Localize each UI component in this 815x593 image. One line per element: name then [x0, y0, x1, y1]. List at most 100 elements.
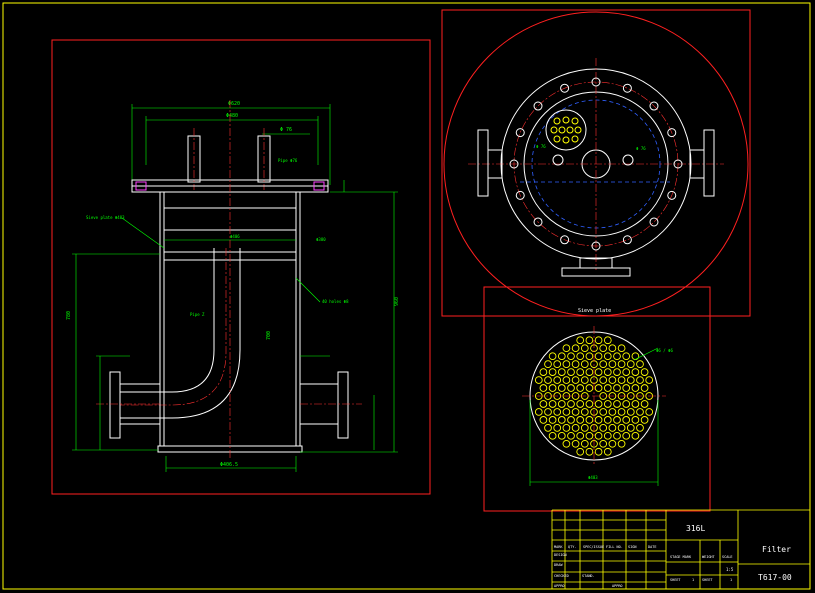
- front-view: Φ620 Φ480 Φ 76 Pipe Φ76: [51, 39, 431, 495]
- sieve-hole: [608, 344, 617, 353]
- bolt-hole: [533, 101, 543, 111]
- sieve-hole: [585, 352, 594, 361]
- sieve-hole: [576, 447, 585, 456]
- shell-width-dim: Φ406: [230, 234, 240, 239]
- inlet-hole-right: [622, 154, 634, 166]
- sieve-hole: [622, 400, 631, 408]
- sieve-hole: [571, 376, 580, 384]
- sieve-hole: [594, 416, 603, 424]
- sieve-hole: [622, 431, 631, 440]
- cluster-hole: [550, 126, 558, 134]
- pipe-in-dim: Φ 76: [280, 127, 292, 133]
- part-name: Filter: [762, 545, 791, 554]
- sieve-hole: [613, 368, 621, 376]
- approve-label: APPRO: [612, 584, 623, 588]
- sieve-hole: [562, 424, 571, 432]
- role-approve: APPRO: [554, 584, 565, 588]
- elbow-pipe: [120, 248, 241, 419]
- top-side-nozzles: [477, 129, 715, 277]
- sieve-hole: [636, 376, 644, 384]
- sheet-num-1: 1: [692, 578, 694, 582]
- sieve-hole: [548, 384, 557, 392]
- sieve-hole: [603, 336, 612, 345]
- cluster-hole: [553, 117, 561, 125]
- hole-cluster-outline: [545, 109, 587, 151]
- sieve-hole: [562, 408, 571, 416]
- sieve-hole: [626, 424, 635, 432]
- sieve-hole: [599, 408, 608, 416]
- sieve-hole: [585, 368, 594, 376]
- sieve-hole: [567, 416, 575, 424]
- plate-dia-dim: Φ403: [588, 475, 598, 480]
- sieve-hole: [631, 416, 640, 424]
- cluster-hole: [571, 135, 579, 143]
- sieve-hole: [567, 400, 575, 408]
- sieve-hole: [622, 416, 631, 424]
- rim-note: Φ380: [316, 237, 326, 242]
- sieve-hole: [539, 416, 548, 424]
- sieve-hole: [594, 368, 603, 376]
- role-checked: CHECKED: [554, 574, 569, 578]
- sieve-hole: [571, 408, 580, 416]
- sieve-hole: [645, 376, 654, 384]
- sieve-hole: [608, 360, 617, 368]
- sieve-hole: [603, 400, 612, 408]
- scale-value: 1:5: [726, 567, 734, 572]
- right-nozzle-flange: [299, 371, 362, 439]
- sieve-holes: [534, 336, 654, 456]
- sieve-hole: [580, 344, 589, 353]
- bolt-hole: [649, 101, 659, 111]
- bottom-width-dim: Φ406.5: [220, 462, 238, 468]
- sieve-hole: [557, 352, 566, 361]
- sieve-hole: [557, 431, 566, 440]
- header-date: DATE: [648, 545, 656, 549]
- sieve-hole: [636, 424, 644, 432]
- sieve-hole: [571, 360, 580, 368]
- label-scale: SCALE: [722, 555, 733, 559]
- sieve-hole: [631, 368, 640, 376]
- sieve-hole: [534, 408, 543, 416]
- sieve-hole-dim: Φ6 / Φ6: [656, 348, 673, 353]
- bolt-hole: [667, 190, 677, 200]
- sieve-plate-label: Sieve plate: [578, 308, 611, 314]
- sieve-hole: [576, 336, 585, 345]
- sieve-hole: [553, 360, 562, 368]
- sieve-hole: [640, 416, 649, 424]
- holes-label: 40 holes Φ8: [322, 299, 349, 304]
- sieve-hole: [548, 431, 557, 440]
- sieve-hole: [617, 344, 626, 353]
- top-hole-dim-right: Φ 76: [636, 146, 646, 151]
- bolt-hole: [622, 83, 632, 93]
- front-top-dimensions: [131, 104, 331, 185]
- sieve-hole: [599, 376, 608, 384]
- sieve-hole: [567, 368, 575, 376]
- role-draw: DRAW: [554, 563, 563, 567]
- sieve-hole: [539, 384, 548, 392]
- sieve-hole: [544, 376, 552, 384]
- sieve-hole: [585, 416, 594, 424]
- sieve-hole: [571, 424, 580, 432]
- sieve-hole: [594, 352, 603, 361]
- front-left-dimensions: [72, 180, 398, 472]
- sieve-hole: [585, 336, 594, 345]
- material-text: 316L: [686, 524, 705, 533]
- sieve-hole: [617, 376, 626, 384]
- top-view-outer-circle: [443, 11, 749, 317]
- sieve-hole: [603, 368, 612, 376]
- top-view: Φ 76 Φ 76: [441, 9, 751, 317]
- sieve-hole: [585, 447, 594, 456]
- bolt-hole: [515, 128, 525, 138]
- bolt-holes: [509, 77, 683, 251]
- label-stage: STAGE MARK: [670, 555, 692, 559]
- sieve-note: Sieve plate Φ403: [86, 215, 125, 220]
- sieve-hole: [562, 360, 571, 368]
- sieve-hole: [571, 344, 580, 353]
- bolt-hole: [649, 217, 659, 227]
- sieve-hole: [640, 400, 649, 408]
- sieve-hole: [544, 424, 552, 432]
- cluster-hole: [571, 117, 579, 125]
- sieve-hole: [636, 408, 644, 416]
- pipe-label: Pipe Z: [190, 312, 205, 317]
- pipe-note: Pipe Φ76: [278, 158, 298, 163]
